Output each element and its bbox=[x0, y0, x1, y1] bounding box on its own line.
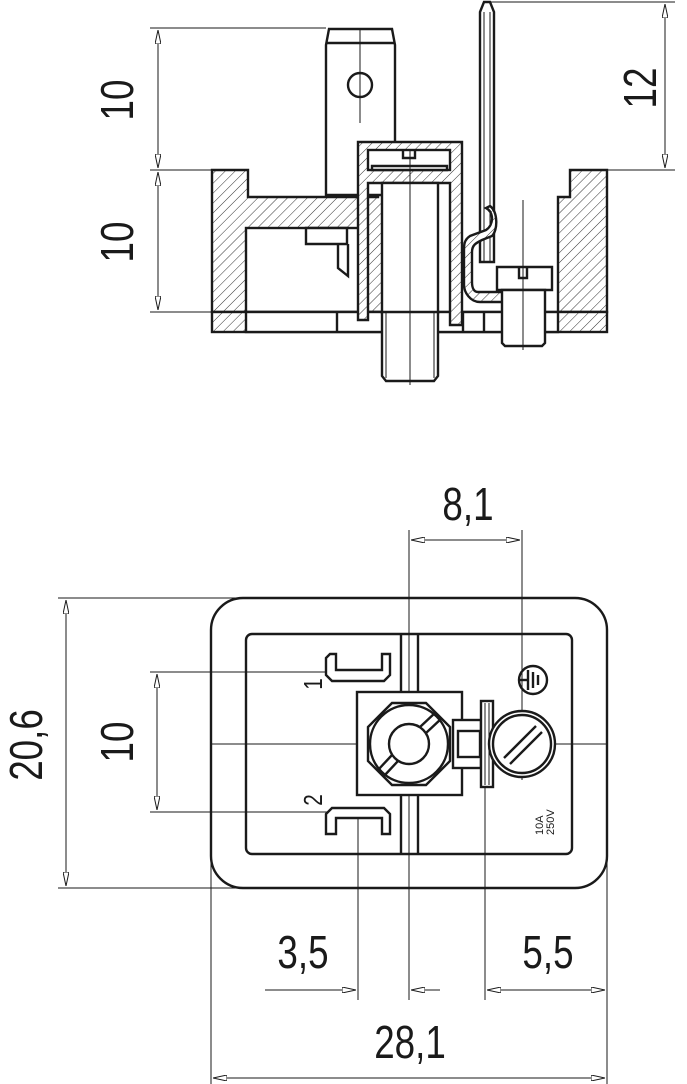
center-terminal bbox=[355, 690, 464, 797]
contact-1-label: 1 bbox=[299, 678, 328, 690]
test-pin bbox=[462, 0, 508, 304]
ground-screw bbox=[495, 200, 554, 350]
contact-1-slot bbox=[324, 652, 392, 683]
dim-total-height: 20,6 bbox=[0, 709, 52, 781]
dim-pin-height: 12 bbox=[614, 68, 666, 109]
outer-housing bbox=[209, 596, 609, 890]
dim-blade-height: 10 bbox=[91, 80, 143, 121]
dim-contact-spacing: 10 bbox=[91, 722, 143, 763]
dim-right-offset: 5,5 bbox=[522, 926, 573, 978]
bottom-view: 8,1 20,6 10 3,5 5,5 28,1 1 2 bbox=[0, 478, 609, 1084]
dim-total-width: 28,1 bbox=[374, 1016, 446, 1068]
inner-face bbox=[244, 632, 574, 856]
rating-current: 10A bbox=[534, 815, 546, 835]
contact-2-slot bbox=[324, 806, 392, 836]
ground-terminal bbox=[451, 699, 557, 789]
dim-center-to-ground: 8,1 bbox=[442, 478, 493, 530]
extension-lines bbox=[150, 1, 675, 313]
center-screw bbox=[356, 140, 464, 385]
rating-voltage: 250V bbox=[545, 809, 557, 835]
earth-ground-icon bbox=[517, 664, 549, 696]
side-section-view: 10 10 12 bbox=[91, 0, 675, 385]
dim-housing-height: 10 bbox=[91, 222, 143, 263]
contact-2-label: 2 bbox=[299, 794, 328, 806]
dim-left-offset: 3,5 bbox=[277, 926, 328, 978]
